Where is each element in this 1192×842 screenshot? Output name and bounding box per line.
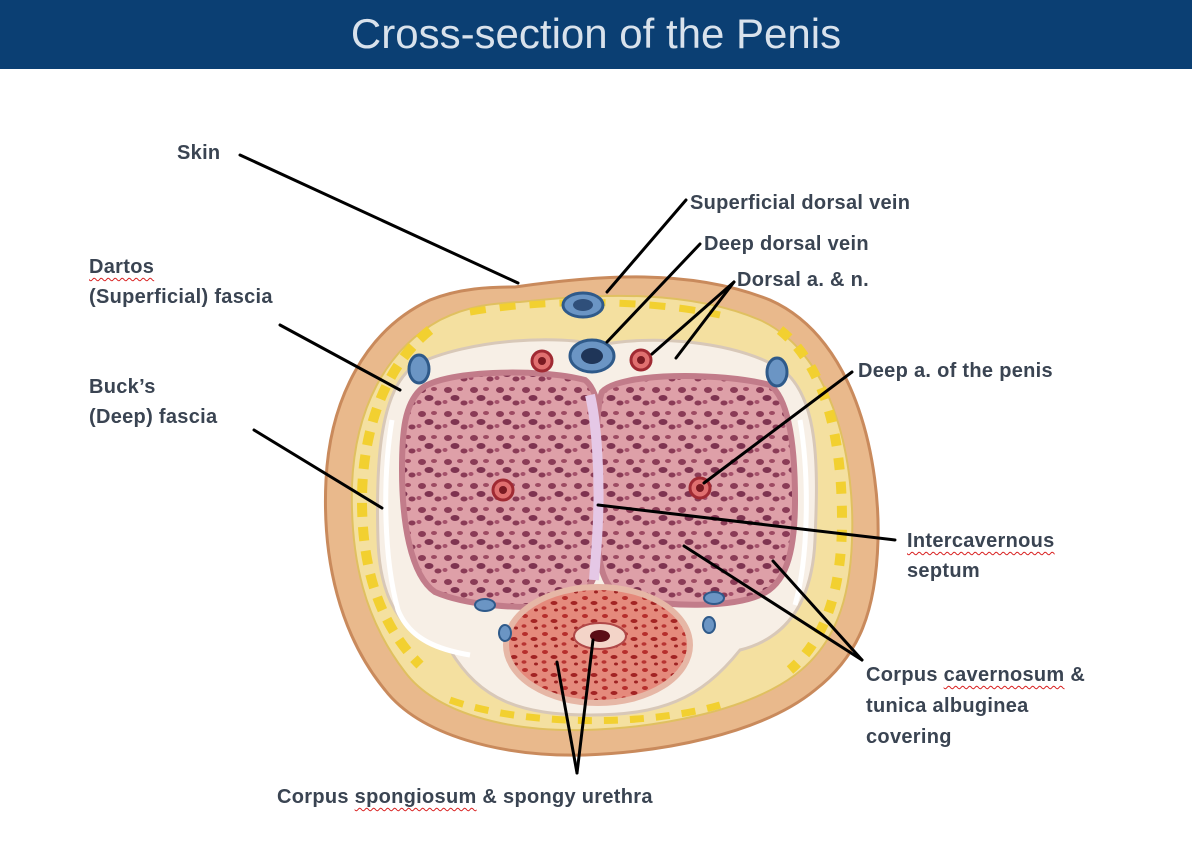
skin-leader-line — [238, 153, 520, 285]
corpus-spongiosum-leader-line-2 — [575, 638, 595, 775]
left-lateral-vein-shape — [407, 353, 431, 385]
deep-artery-leader-line — [702, 370, 854, 485]
right-lateral-vein-shape — [765, 356, 789, 388]
label-deep-artery: Deep a. of the penis — [858, 360, 1053, 382]
label-skin: Skin — [177, 142, 221, 164]
label-corpus-cavernosum-b: cavernosum — [943, 664, 1065, 686]
label-bucks-line2: (Deep) fascia — [89, 406, 218, 428]
title-bar: Cross-section of the Penis — [0, 0, 1192, 69]
label-bucks-line1: Buck’s — [89, 376, 156, 398]
bucks-leader-line — [252, 428, 384, 510]
corpus-spongiosum-leader-line-1 — [555, 660, 579, 775]
label-dartos-line2: (Superficial) fascia — [89, 286, 273, 308]
label-dartos-line1: Dartos — [89, 256, 155, 278]
intercavernous-leader-line — [596, 503, 897, 542]
label-corpus-cavernosum-a: Corpus — [866, 664, 944, 686]
label-deep-dorsal-vein: Deep dorsal vein — [704, 233, 869, 255]
label-corpus-spongiosum: Corpus spongiosum & spongy urethra — [277, 782, 653, 812]
deep-dorsal-vein-leader-line — [605, 242, 702, 344]
label-intercavernous-line1: Intercavernous — [907, 530, 1055, 552]
page-title: Cross-section of the Penis — [350, 10, 842, 57]
label-corpus-spongiosum-b: spongiosum — [354, 786, 477, 808]
label-intercavernous-line2: septum — [907, 560, 980, 582]
corpus-cavernosum-leader-line-1 — [682, 544, 864, 662]
label-corpus-cavernosum-line2: tunica albuginea — [866, 695, 1029, 717]
intercavernous-septum-shape — [585, 393, 604, 581]
label-corpus-cavernosum-line3: covering — [866, 726, 952, 748]
dorsal-a-n-leader-line-1 — [650, 280, 736, 356]
label-corpus-cavernosum-c: & — [1064, 664, 1086, 686]
label-superficial-dorsal-vein: Superficial dorsal vein — [690, 192, 911, 214]
label-corpus-cavernosum: Corpus cavernosum & — [866, 660, 1085, 690]
label-corpus-spongiosum-c: & spongy urethra — [476, 786, 653, 808]
dartos-leader-line — [278, 323, 402, 392]
dorsal-a-n-leader-line-2 — [674, 280, 736, 360]
label-intercavernous: Intercavernous — [907, 526, 1055, 556]
superficial-dorsal-vein-leader-line — [605, 198, 688, 294]
corpus-cavernosum-leader-line-2 — [771, 559, 864, 662]
label-dorsal-a-n: Dorsal a. & n. — [737, 269, 870, 291]
label-dartos: Dartos — [89, 252, 154, 282]
label-corpus-spongiosum-a: Corpus — [277, 786, 355, 808]
